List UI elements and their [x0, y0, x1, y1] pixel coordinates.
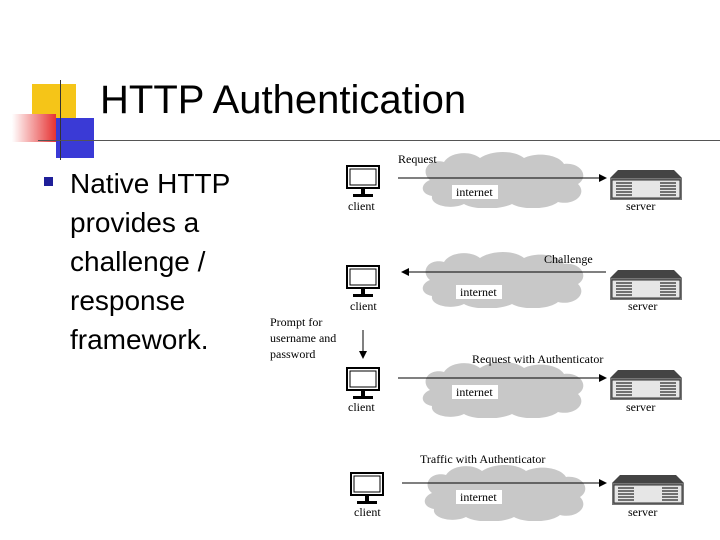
cloud-label-bg [456, 285, 502, 299]
cloud-icon [422, 362, 584, 418]
monitor-icon [346, 367, 380, 400]
server-rack-icon [610, 170, 682, 200]
client-label: client [348, 199, 375, 213]
monitor-icon [346, 265, 380, 298]
prompt-annotation: Prompt for username and password [270, 315, 367, 361]
cloud-label: internet [456, 385, 493, 399]
client-label: client [350, 299, 377, 313]
message-label: Request [398, 152, 437, 166]
cloud-icon [424, 465, 586, 521]
cloud-label: internet [456, 185, 493, 199]
message-label: Request with Authenticator [472, 352, 603, 366]
server-rack-icon [612, 475, 684, 505]
message-label: Challenge [544, 252, 593, 266]
slide-title: HTTP Authentication [100, 78, 467, 122]
client-label: client [348, 400, 375, 414]
flow-row-request-with-authenticator: Request with Authenticator internet clie… [346, 352, 682, 418]
cloud-label-bg [452, 185, 498, 199]
server-label: server [628, 505, 657, 519]
monitor-icon [346, 165, 380, 198]
flow-row-challenge: Challenge internet client server [346, 252, 682, 313]
server-label: server [626, 400, 655, 414]
deco-vertical-line [60, 80, 61, 160]
cloud-label: internet [460, 490, 497, 504]
flow-row-request: Request internet client server [346, 152, 682, 213]
prompt-line-1: Prompt for [270, 315, 322, 329]
server-label: server [628, 299, 657, 313]
title-divider [38, 140, 720, 141]
monitor-icon [350, 472, 384, 505]
server-rack-icon [610, 270, 682, 300]
prompt-line-2: username and [270, 331, 336, 345]
flow-row-traffic-with-authenticator: Traffic with Authenticator internet clie… [350, 452, 684, 521]
server-rack-icon [610, 370, 682, 400]
cloud-label: internet [460, 285, 497, 299]
auth-flow-diagram: Request internet client server Challenge… [270, 152, 684, 521]
server-label: server [626, 199, 655, 213]
cloud-icon [422, 152, 584, 208]
client-label: client [354, 505, 381, 519]
bullet-text: Native HTTP provides a challenge / respo… [70, 168, 230, 355]
cloud-label-bg [456, 490, 502, 504]
deco-red-square [12, 114, 56, 142]
prompt-line-3: password [270, 347, 315, 361]
message-label: Traffic with Authenticator [420, 452, 545, 466]
deco-blue-square [56, 118, 94, 158]
bullet-marker [44, 177, 53, 186]
cloud-label-bg [452, 385, 498, 399]
